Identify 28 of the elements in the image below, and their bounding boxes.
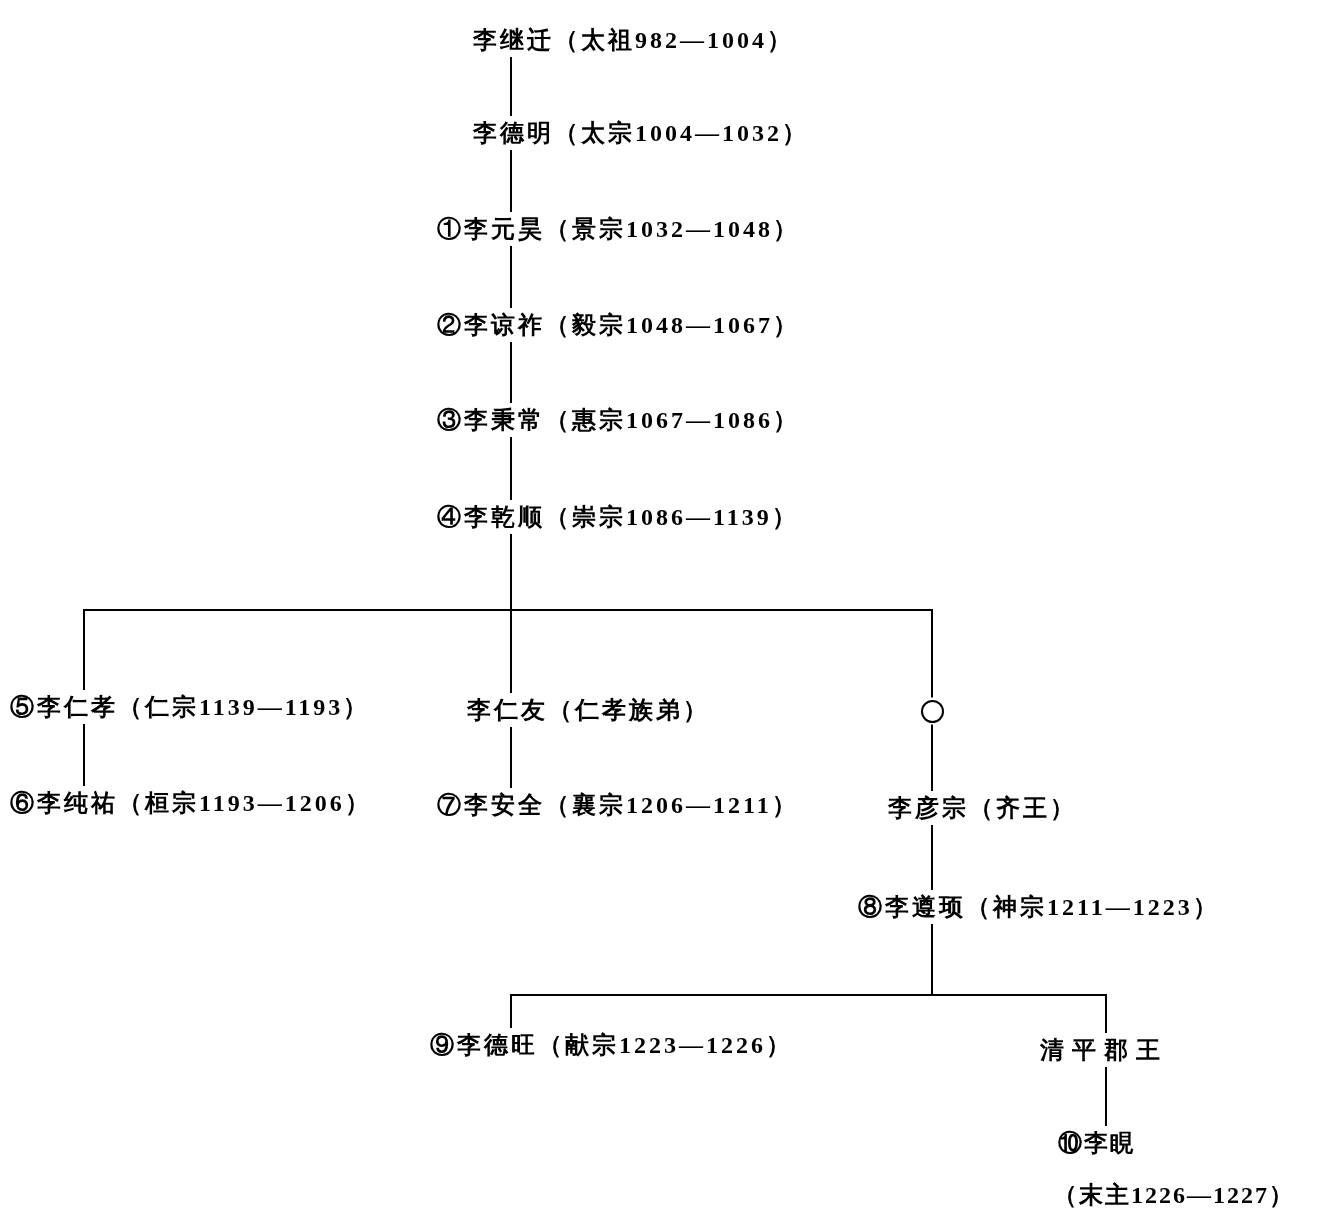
person-label: 李仁友（仁孝族弟） — [467, 695, 710, 725]
person-label: 李继迁（太祖982—1004） — [473, 25, 794, 55]
connector-line — [931, 723, 933, 792]
connector-line — [510, 533, 933, 699]
person-label: ⑥李纯祐（桓宗1193—1206） — [10, 788, 372, 818]
connector-line — [510, 245, 512, 309]
connector-line — [83, 723, 85, 787]
connector-line — [510, 436, 512, 501]
connector-line — [931, 824, 933, 891]
person-label: ②李谅祚（毅宗1048—1067） — [437, 310, 800, 340]
connector-line — [510, 56, 512, 117]
connector-line — [510, 149, 512, 213]
person-label: 李彦宗（齐王） — [888, 793, 1077, 823]
empty-circle — [921, 699, 944, 723]
person-label: ⑦李安全（襄宗1206—1211） — [437, 790, 799, 820]
connector-line — [1105, 1066, 1107, 1127]
connector-line — [510, 726, 512, 789]
person-label: ④李乾顺（崇宗1086—1139） — [437, 502, 799, 532]
person-label: ⑨李德旺（献宗1223—1226） — [430, 1030, 793, 1060]
person-label: 李德明（太宗1004—1032） — [473, 118, 809, 148]
person-label: ①李元昊（景宗1032—1048） — [437, 214, 800, 244]
connector-line — [510, 341, 512, 404]
person-label: ⑤李仁孝（仁宗1139—1193） — [10, 692, 371, 722]
person-label: ⑧李遵顼（神宗1211—1223） — [858, 892, 1220, 922]
connector-line — [931, 923, 1107, 1034]
person-label: 清平郡王 — [1040, 1035, 1168, 1065]
person-label: ⑩李睍 （末主1226—1227） — [1053, 1128, 1295, 1210]
person-label: ③李秉常（惠宗1067—1086） — [437, 405, 800, 435]
